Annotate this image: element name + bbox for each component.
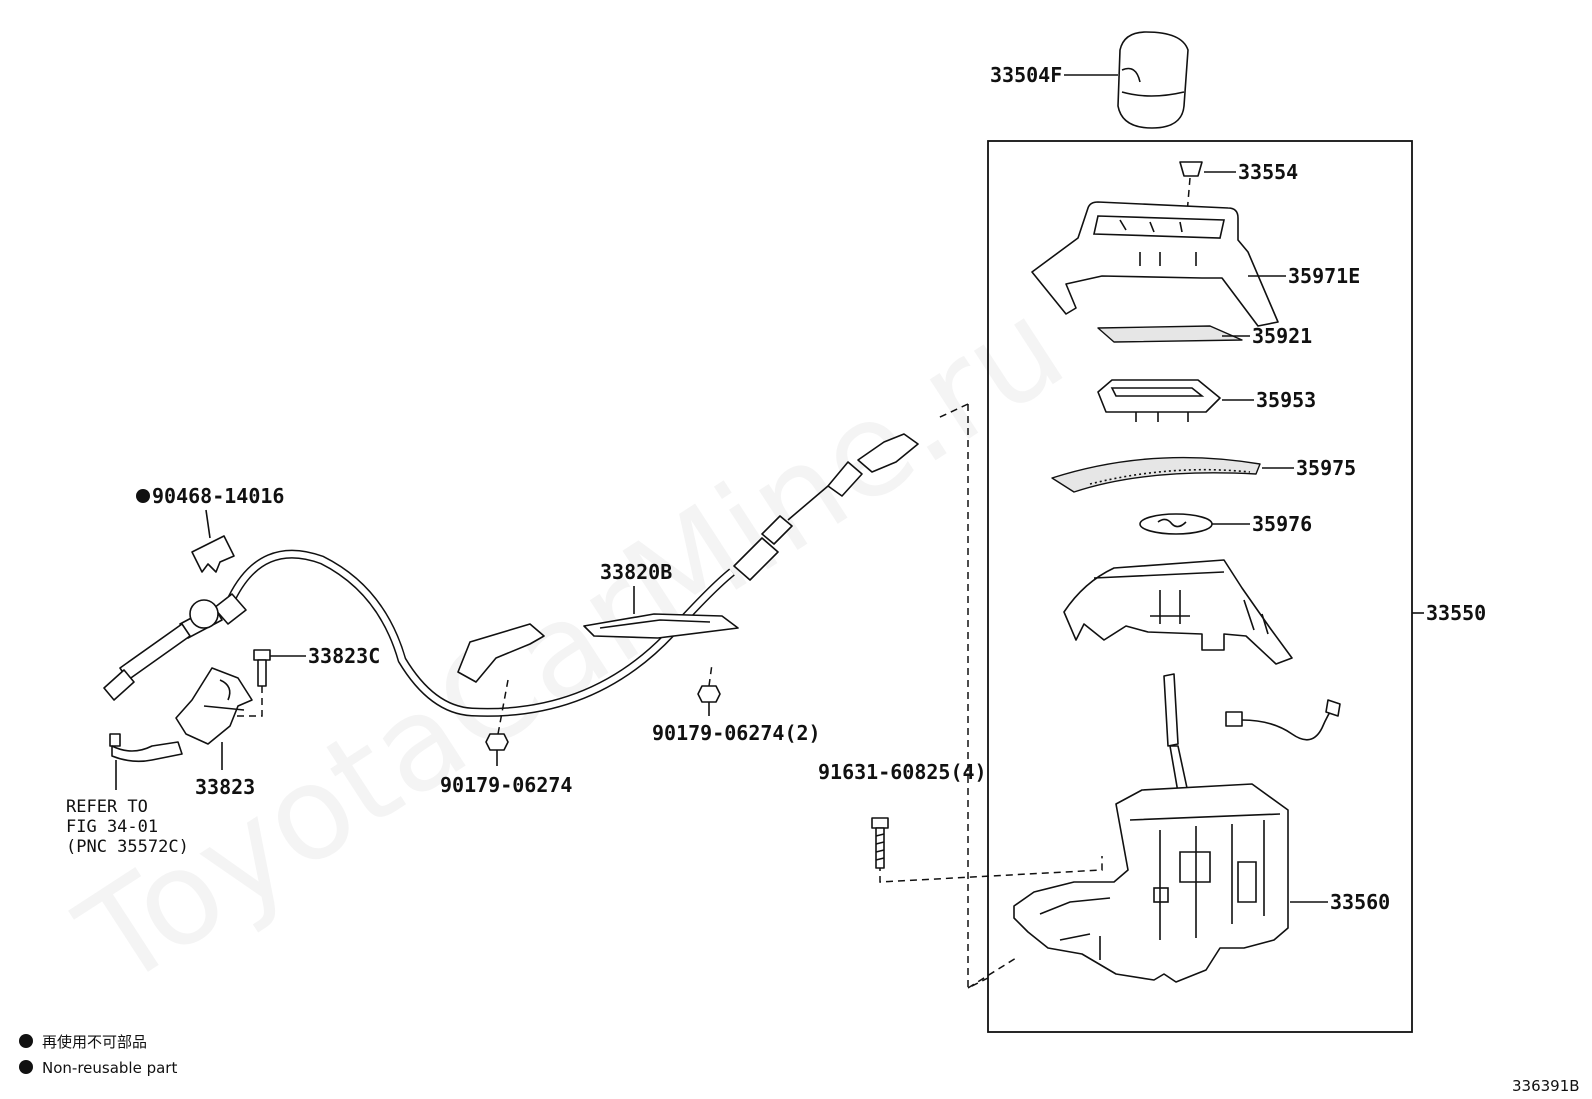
bracket-33823-drawing xyxy=(175,667,253,745)
nut-90179-b-drawing xyxy=(697,685,721,703)
shifter-base-33560-drawing xyxy=(1013,783,1289,983)
shift-knob-drawing xyxy=(1117,31,1189,129)
label-35976: 35976 xyxy=(1252,512,1312,536)
label-33554: 33554 xyxy=(1238,160,1298,184)
leader-90468 xyxy=(205,509,211,539)
label-35953: 35953 xyxy=(1256,388,1316,412)
middle-housing-drawing xyxy=(1063,559,1293,665)
label-90468: 90468-14016 xyxy=(152,484,284,508)
label-33823C: 33823C xyxy=(308,644,380,668)
legend-dot-jp xyxy=(19,1034,33,1048)
label-33504F: 33504F xyxy=(990,63,1062,87)
dash-90179-a xyxy=(497,679,509,735)
label-35975: 35975 xyxy=(1296,456,1356,480)
bolt-33823C-drawing xyxy=(253,649,271,687)
label-91631: 91631-60825(4) xyxy=(818,760,987,784)
label-35921: 35921 xyxy=(1252,324,1312,348)
watermark: ToyotaCarMine.ru xyxy=(53,270,1089,1017)
label-90179-b: 90179-06274(2) xyxy=(652,721,821,745)
refer-note-line2: FIG 34-01 xyxy=(66,817,158,837)
dash-box-base xyxy=(967,957,1017,989)
nut-90179-a-drawing xyxy=(485,733,509,751)
dash-box-cable xyxy=(937,403,989,990)
dash-33823C xyxy=(236,686,263,717)
plate-35921-drawing xyxy=(1097,325,1243,343)
assembly-frame xyxy=(987,140,1413,1033)
cable-bracket-drawing xyxy=(457,613,739,683)
dash-90179-b xyxy=(708,663,713,687)
wire-harness-drawing xyxy=(1225,699,1341,741)
label-33560: 33560 xyxy=(1330,890,1390,914)
non-reusable-dot xyxy=(136,489,150,503)
slide-plate-35975-drawing xyxy=(1051,456,1261,493)
bezel-35953-drawing xyxy=(1097,379,1221,422)
label-33820B: 33820B xyxy=(600,560,672,584)
label-33550: 33550 xyxy=(1426,601,1486,625)
disc-35976-drawing xyxy=(1139,513,1213,535)
clip-90468-drawing xyxy=(191,535,235,573)
label-35971E: 35971E xyxy=(1288,264,1360,288)
refer-note-line1: REFER TO xyxy=(66,797,148,817)
legend-jp: 再使用不可部品 xyxy=(42,1033,147,1051)
shift-lever-drawing xyxy=(1163,673,1191,805)
figure-code: 336391B xyxy=(1512,1077,1580,1095)
legend-en: Non-reusable part xyxy=(42,1059,177,1077)
bolt-91631-drawing xyxy=(871,817,889,869)
label-33823: 33823 xyxy=(195,775,255,799)
refer-note-line3: (PNC 35572C) xyxy=(66,837,189,857)
clip-33554-drawing xyxy=(1179,161,1203,177)
legend-dot-en xyxy=(19,1060,33,1074)
housing-35971E-drawing xyxy=(1031,201,1279,327)
label-90179-a: 90179-06274 xyxy=(440,773,572,797)
ball-joint-drawing xyxy=(109,733,183,763)
dash-bolt-91631 xyxy=(879,852,1103,883)
